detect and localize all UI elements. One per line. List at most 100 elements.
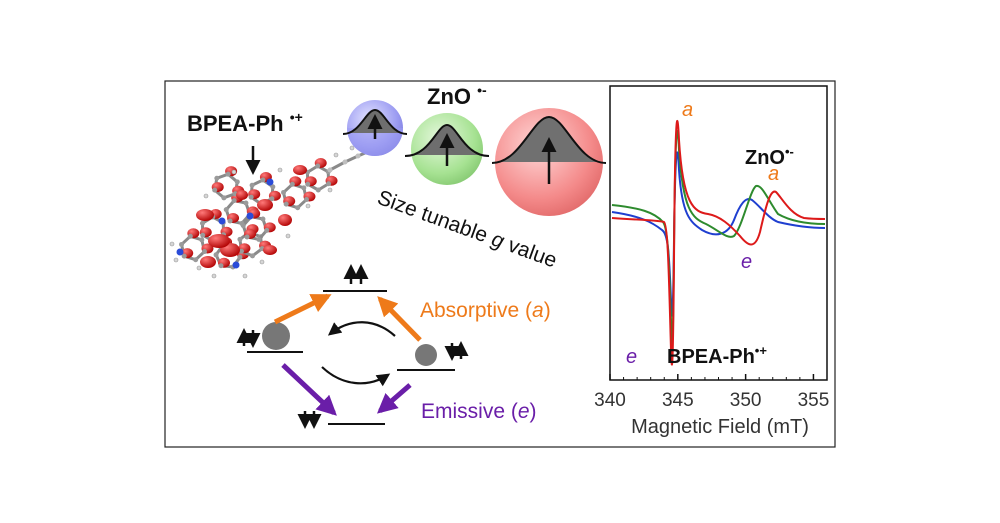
- emissive-arrow-right: [376, 383, 412, 414]
- hydrogen-atom: [327, 187, 333, 193]
- atom: [264, 227, 270, 233]
- atom: [249, 253, 255, 259]
- atom: [181, 253, 187, 259]
- orbital-lobe: [200, 256, 216, 268]
- atom: [179, 241, 185, 247]
- orbital-lobe: [278, 214, 292, 226]
- atom: [223, 207, 229, 213]
- atom: [260, 177, 266, 183]
- spin-up-up-icon: [343, 264, 369, 284]
- atom: [201, 249, 207, 255]
- nitrogen-atom: [218, 217, 226, 225]
- atom: [200, 232, 206, 238]
- atom: [305, 181, 311, 187]
- particle-dot-left: [262, 322, 290, 350]
- epr-x-tick-label-0: 340: [594, 390, 626, 411]
- hydrogen-atom: [231, 169, 237, 175]
- spin-down-up-icon: [444, 341, 469, 361]
- epr-bpea-label: BPEA-Ph•+: [667, 343, 767, 368]
- atom: [260, 216, 266, 222]
- spin-up-down-icon: [236, 328, 261, 348]
- particle-small: [342, 100, 408, 156]
- hydrogen-atom: [333, 152, 339, 158]
- zno-name: ZnO: [427, 84, 471, 109]
- hydrogen-atom: [196, 265, 202, 271]
- hydrogen-atom: [242, 273, 248, 279]
- atom: [238, 248, 244, 254]
- epr-trace-red: [611, 120, 826, 366]
- hydrogen-atom: [259, 259, 265, 265]
- epr-xlabel: Magnetic Field (mT): [631, 416, 809, 438]
- hydrogen-atom: [211, 273, 217, 279]
- nitrogen-atom: [176, 248, 184, 256]
- orbital-lobe: [208, 234, 230, 248]
- atom: [240, 223, 246, 229]
- epr-label-a-right: a: [768, 163, 779, 185]
- nitrogen-atom: [266, 178, 274, 186]
- atom: [249, 182, 255, 188]
- zno-label: ZnO •-: [427, 82, 487, 109]
- emissive-label: Emissive (e): [421, 400, 537, 423]
- atom: [270, 184, 276, 190]
- atom: [326, 181, 332, 187]
- atom: [187, 233, 193, 239]
- particle-medium: [404, 113, 490, 185]
- atom: [281, 189, 287, 195]
- atom: [289, 181, 295, 187]
- epr-label-e-bottom: e: [626, 346, 637, 368]
- molecule-name: BPEA-Ph: [187, 111, 284, 136]
- atom: [269, 196, 275, 202]
- epr-x-tick-label-1: 345: [662, 390, 694, 411]
- epr-x-tick-label-2: 350: [730, 390, 762, 411]
- atom: [295, 205, 301, 211]
- atom: [193, 257, 199, 263]
- absorptive-label: Absorptive (a): [420, 299, 551, 322]
- orbital-lobe: [196, 209, 214, 221]
- orbital-lobe: [257, 199, 273, 211]
- epr-label-e-right: e: [741, 251, 752, 273]
- svg-text:BPEA-Ph •+: BPEA-Ph •+: [187, 109, 303, 136]
- epr-plot-frame: [609, 85, 828, 381]
- spin-down-down-icon: [297, 411, 322, 429]
- epr-zno-label: ZnO•-: [745, 144, 794, 169]
- atom: [199, 237, 205, 243]
- exchange-arrow-upper: [327, 321, 396, 337]
- atom: [303, 197, 309, 203]
- atom: [231, 198, 237, 204]
- atom: [244, 234, 250, 240]
- molecule-structure: [169, 137, 385, 279]
- atom: [214, 175, 220, 181]
- epr-label-a-top: a: [682, 99, 693, 121]
- atom: [227, 218, 233, 224]
- atom: [248, 194, 254, 200]
- atom: [315, 163, 321, 169]
- epr-curves: [611, 120, 826, 366]
- particle-large: [491, 108, 607, 216]
- energy-diagram: Absorptive (a) Emissive (e): [236, 264, 551, 429]
- atom: [225, 171, 231, 177]
- atom: [234, 179, 240, 185]
- atom: [315, 187, 321, 193]
- atom: [256, 236, 262, 242]
- atom: [213, 252, 219, 258]
- atom: [283, 201, 289, 207]
- nitrogen-atom: [232, 261, 240, 269]
- zno-radical: •-: [477, 82, 487, 98]
- molecule-label: BPEA-Ph •+: [187, 109, 303, 136]
- bond: [329, 160, 346, 172]
- molecule-radical: •+: [290, 109, 303, 125]
- svg-text:ZnO •-: ZnO •-: [427, 82, 487, 109]
- particle-dot-right: [415, 344, 437, 366]
- atom: [355, 153, 361, 159]
- orbital-lobe: [263, 245, 277, 255]
- hydrogen-atom: [285, 233, 291, 239]
- atom: [301, 185, 307, 191]
- atom: [199, 220, 205, 226]
- emissive-arrow-left: [281, 363, 337, 416]
- atom: [237, 236, 243, 242]
- orbital-lobe: [293, 165, 307, 175]
- hydrogen-atom: [203, 193, 209, 199]
- atom: [342, 159, 348, 165]
